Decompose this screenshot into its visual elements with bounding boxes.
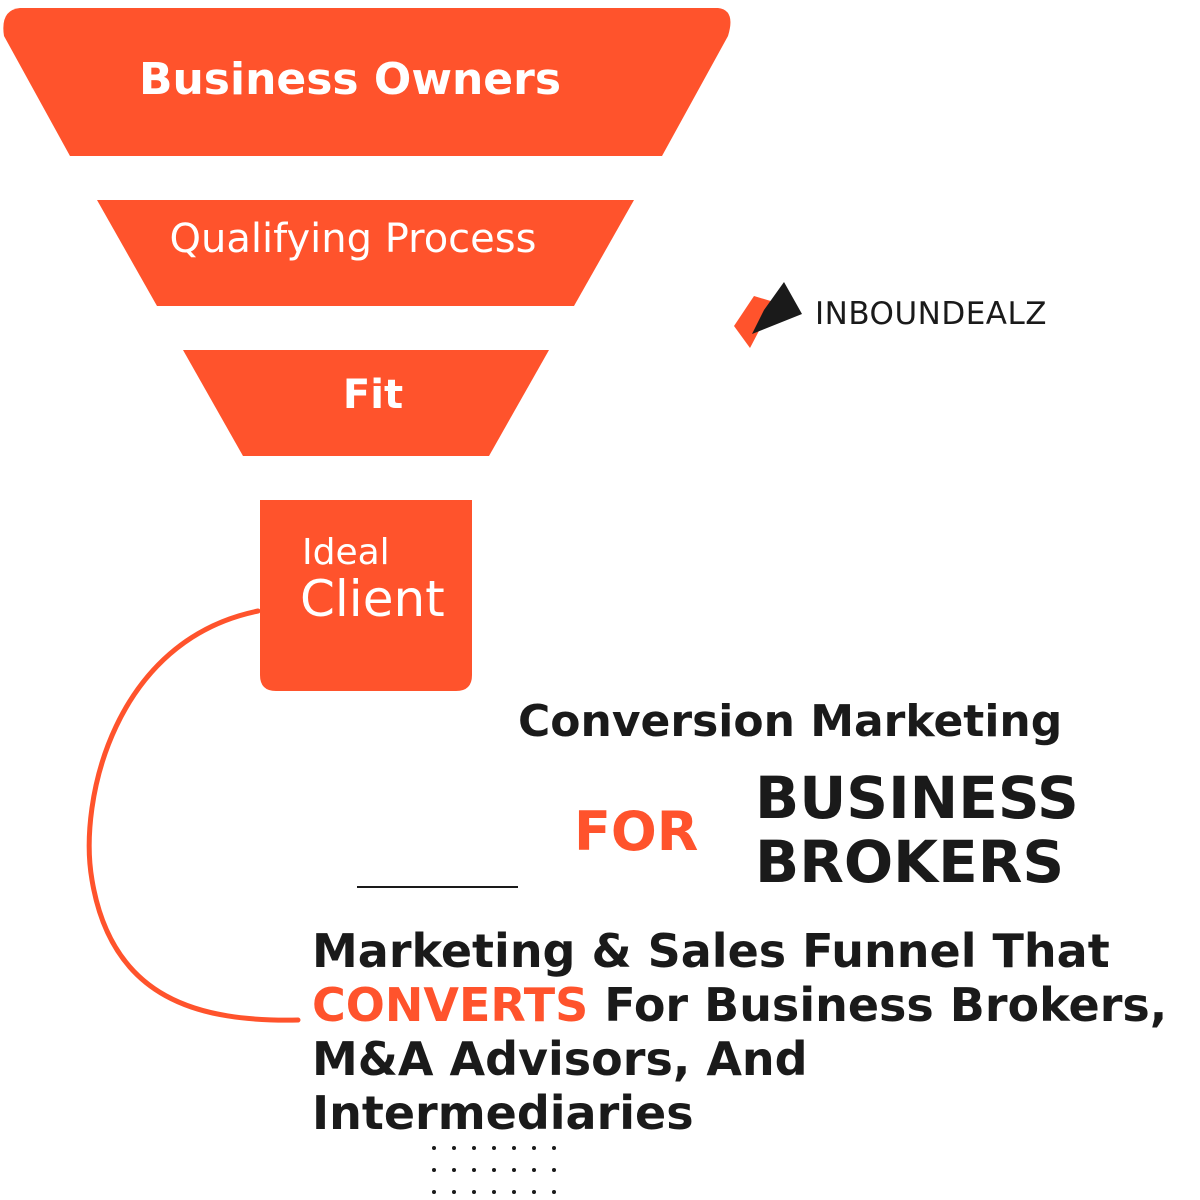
funnel-stage-1 (3, 8, 731, 156)
description-part-1: Marketing & Sales Funnel That (312, 924, 1110, 978)
headline-for: FOR (574, 800, 699, 863)
description-part-2: For Business Brokers, M&A Advisors, And … (312, 978, 1168, 1140)
description-text: Marketing & Sales Funnel That CONVERTS F… (312, 924, 1172, 1140)
dot-grid-decoration (432, 1146, 556, 1194)
funnel-stage-4 (260, 500, 472, 691)
connector-arc (86, 608, 301, 1023)
stage-label-qualifying-process: Qualifying Process (169, 216, 537, 262)
stage-label-fit: Fit (342, 372, 404, 418)
brand-name: INBOUNDEALZ (815, 296, 1048, 332)
stage-label-ideal: Ideal (302, 532, 390, 573)
divider-line (357, 886, 518, 888)
headline-subject-line-2: BROKERS (755, 828, 1065, 896)
headline-subject-line-1: BUSINESS (755, 764, 1079, 832)
inboundealz-logo-icon (734, 282, 802, 348)
stage-label-client: Client (300, 570, 445, 628)
funnel-stage-2 (97, 200, 634, 306)
description-highlight: CONVERTS (312, 978, 589, 1032)
funnel-stage-3 (183, 350, 549, 456)
stage-label-business-owners: Business Owners (138, 54, 562, 105)
headline-title: Conversion Marketing (518, 696, 1063, 747)
